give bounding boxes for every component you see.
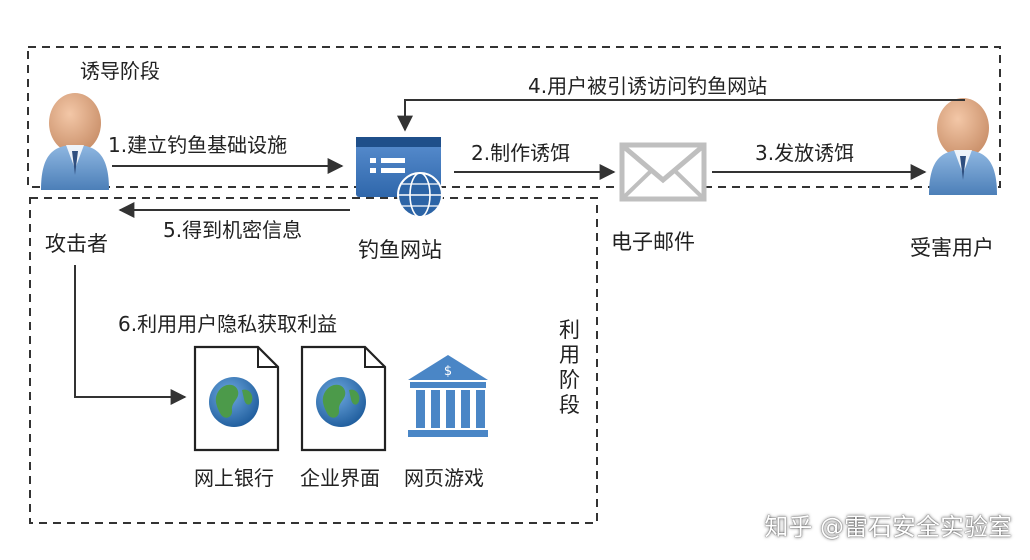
step-3-label: 3.发放诱饵	[755, 141, 855, 165]
step-4-label: 4.用户被引诱访问钓鱼网站	[528, 74, 768, 98]
enterprise-target-label: 企业界面	[300, 466, 380, 490]
website-globe-icon	[356, 137, 443, 218]
document-globe-icon	[300, 345, 387, 452]
use-stage-char: 阶	[559, 368, 580, 392]
game-target-label: 网页游戏	[404, 466, 484, 490]
envelope-icon	[619, 142, 707, 202]
lure-stage-label: 诱导阶段	[80, 59, 160, 83]
use-stage-box	[29, 197, 598, 524]
use-stage-label: 利 用 阶 段	[559, 320, 580, 416]
phishing-site-label: 钓鱼网站	[358, 238, 442, 262]
document-globe-icon	[193, 345, 280, 452]
use-stage-char: 段	[559, 393, 580, 417]
lure-stage-box	[27, 46, 1001, 188]
victim-label: 受害用户	[910, 236, 994, 260]
arrow-step-6	[74, 265, 187, 405]
attacker-label: 攻击者	[45, 232, 108, 256]
victim-person-icon	[929, 98, 997, 195]
svg-text:$: $	[444, 364, 452, 379]
attacker-person-icon	[41, 93, 109, 190]
bank-target-label: 网上银行	[194, 466, 274, 490]
use-stage-char: 利	[559, 318, 580, 342]
step-2-label: 2.制作诱饵	[471, 141, 571, 165]
use-stage-char: 用	[559, 343, 580, 367]
watermark: 知乎 @雷石安全实验室	[764, 513, 1012, 541]
bank-building-icon: $	[408, 355, 488, 437]
email-label: 电子邮件	[611, 230, 695, 254]
step-6-label: 6.利用用户隐私获取利益	[118, 312, 338, 336]
step-5-label: 5.得到机密信息	[163, 218, 303, 242]
arrow-step-4	[397, 99, 965, 132]
step-1-label: 1.建立钓鱼基础设施	[108, 133, 288, 157]
